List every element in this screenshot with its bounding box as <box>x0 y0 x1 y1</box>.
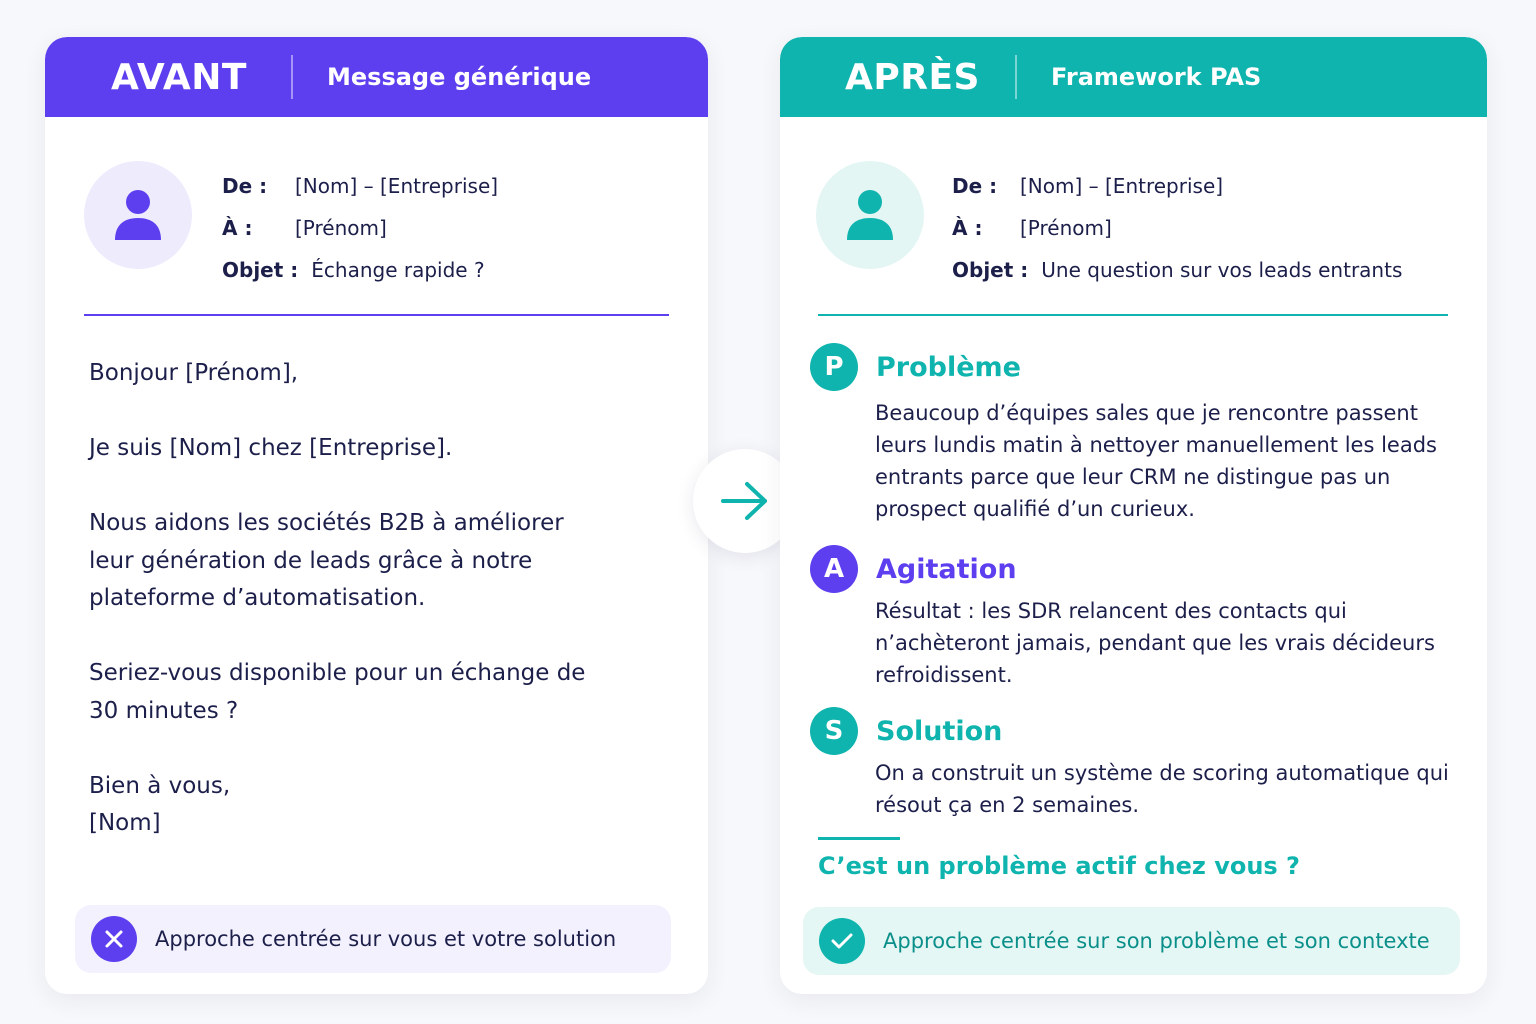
before-card: AVANT Message générique De : [Nom] – [En… <box>45 37 708 994</box>
to-row: À : [Prénom] <box>952 207 1402 249</box>
pas-title-agitation: Agitation <box>876 553 1017 585</box>
before-verdict-text: Approche centrée sur vous et votre solut… <box>155 927 617 951</box>
divider <box>818 314 1448 316</box>
pas-section-agitation: A Agitation Résultat : les SDR relancent… <box>810 545 1455 691</box>
pas-badge-s: S <box>810 707 858 755</box>
pas-badge-p: P <box>810 343 858 391</box>
email-body: Bonjour [Prénom], Je suis [Nom] chez [En… <box>89 355 609 843</box>
x-icon <box>91 916 137 962</box>
before-title: AVANT <box>111 56 247 98</box>
signoff: Bien à vous, [Nom] <box>89 768 609 843</box>
body-paragraph: Bonjour [Prénom], <box>89 360 299 386</box>
after-subtitle: Framework PAS <box>1051 63 1262 91</box>
pas-section-head: P Problème <box>810 343 1455 391</box>
body-paragraph: Nous aidons les sociétés B2B à améliorer… <box>89 510 564 611</box>
from-label: De : <box>952 174 998 198</box>
subject-label: Objet : <box>952 258 1029 282</box>
subject-row: Objet : Échange rapide ? <box>222 249 498 291</box>
pas-badge-a: A <box>810 545 858 593</box>
signoff-name: [Nom] <box>89 810 161 836</box>
before-subtitle: Message générique <box>327 63 592 91</box>
to-row: À : [Prénom] <box>222 207 498 249</box>
user-icon <box>115 190 161 240</box>
pas-text-problem: Beaucoup d’équipes sales que je rencontr… <box>875 401 1437 521</box>
before-header: AVANT Message générique <box>45 37 708 117</box>
to-label: À : <box>222 216 253 240</box>
from-value: [Nom] – [Entreprise] <box>295 174 499 198</box>
call-to-action: C’est un problème actif chez vous ? <box>818 852 1300 880</box>
divider <box>84 314 669 316</box>
from-value: [Nom] – [Entreprise] <box>1020 174 1224 198</box>
from-label: De : <box>222 174 268 198</box>
email-meta: De : [Nom] – [Entreprise] À : [Prénom] O… <box>222 165 498 291</box>
from-row: De : [Nom] – [Entreprise] <box>952 165 1402 207</box>
after-header: APRÈS Framework PAS <box>780 37 1487 117</box>
sender-avatar <box>84 161 192 269</box>
pas-section-head: A Agitation <box>810 545 1455 593</box>
header-separator <box>291 55 293 99</box>
pas-title-solution: Solution <box>876 715 1003 747</box>
sender-avatar <box>816 161 924 269</box>
pas-text-solution: On a construit un système de scoring aut… <box>875 761 1449 817</box>
after-card: APRÈS Framework PAS De : [Nom] – [Entrep… <box>780 37 1487 994</box>
after-verdict-text: Approche centrée sur son problème et son… <box>883 929 1430 953</box>
subject-label: Objet : <box>222 258 299 282</box>
subject-value: Échange rapide ? <box>311 258 485 282</box>
pas-section-solution: S Solution On a construit un système de … <box>810 707 1455 821</box>
from-row: De : [Nom] – [Entreprise] <box>222 165 498 207</box>
after-verdict: Approche centrée sur son problème et son… <box>803 907 1460 975</box>
before-verdict: Approche centrée sur vous et votre solut… <box>75 905 671 973</box>
header-separator <box>1015 55 1017 99</box>
transition-arrow <box>693 449 797 553</box>
body-paragraph: Je suis [Nom] chez [Entreprise]. <box>89 435 453 461</box>
pas-section-problem: P Problème Beaucoup d’équipes sales que … <box>810 343 1455 525</box>
cta-accent-line <box>818 837 900 840</box>
subject-value: Une question sur vos leads entrants <box>1041 258 1403 282</box>
pas-title-problem: Problème <box>876 351 1021 383</box>
email-meta: De : [Nom] – [Entreprise] À : [Prénom] O… <box>952 165 1402 291</box>
pas-text-agitation: Résultat : les SDR relancent des contact… <box>875 599 1435 687</box>
signoff-greeting: Bien à vous, <box>89 772 231 799</box>
arrow-right-icon <box>721 482 767 520</box>
to-label: À : <box>952 216 983 240</box>
to-value: [Prénom] <box>295 216 387 240</box>
user-icon <box>847 190 893 240</box>
check-icon <box>819 918 865 964</box>
to-value: [Prénom] <box>1020 216 1112 240</box>
subject-row: Objet : Une question sur vos leads entra… <box>952 249 1402 291</box>
pas-section-head: S Solution <box>810 707 1455 755</box>
body-paragraph: Seriez-vous disponible pour un échange d… <box>89 660 586 724</box>
after-title: APRÈS <box>845 56 980 98</box>
